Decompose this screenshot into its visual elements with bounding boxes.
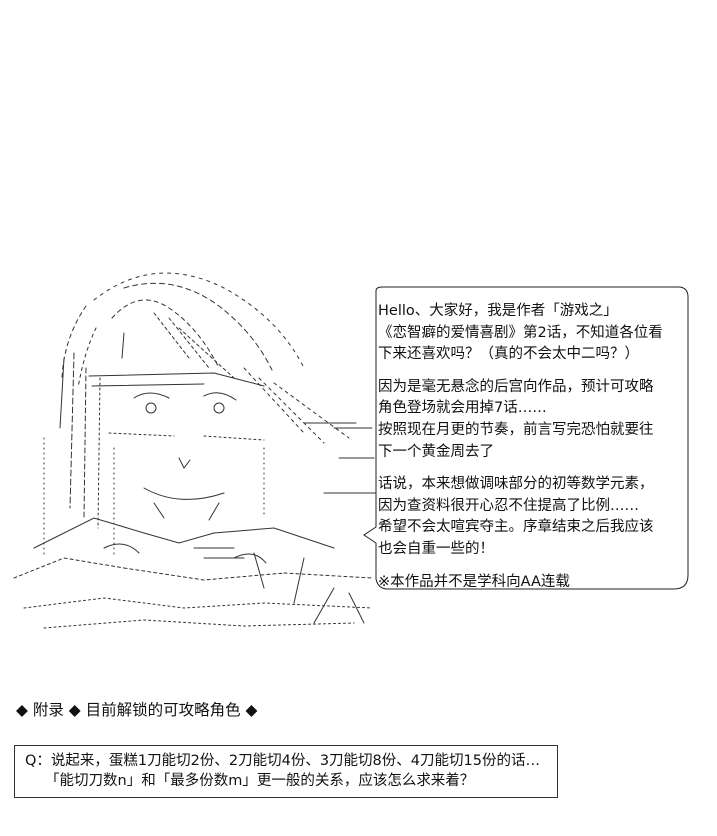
bubble-line: 角色登场就会用掉7话…… [378, 400, 547, 417]
bubble-line: 按照现在月更的节奏，前言写完恐怕就要往 [378, 421, 654, 438]
bubble-line: 因为查资料很开心忍不住提高了比例…… [378, 497, 639, 514]
bubble-line: 希望不会太喧宾夺主。序章结束之后我应该 [378, 519, 654, 536]
bubble-spacer [378, 561, 690, 572]
speech-bubble-frame-icon [363, 286, 689, 590]
bubble-line: 下来还喜欢吗？（真的不会太中二吗？） [378, 346, 639, 363]
bubble-line: 因为是毫无悬念的后宫向作品，预计可攻略 [378, 378, 654, 395]
bubble-spacer [378, 463, 690, 474]
bubble-line: ※本作品并不是学科向AA连载 [378, 573, 570, 590]
bubble-line: 也会自重一些的！ [378, 540, 494, 557]
bubble-line: 话说，本来想做调味部分的初等数学元素， [378, 476, 654, 493]
bubble-spacer [378, 366, 690, 377]
appendix-heading: ◆ 附录 ◆ 目前解锁的可攻略角色 ◆ [16, 701, 258, 719]
bubble-line: 《恋智癖的爱情喜剧》第2话，不知道各位看 [378, 324, 663, 341]
question-line-1: Q：说起来，蛋糕1刀能切2份、2刀能切4份、3刀能切8份、4刀能切15份的话… [25, 753, 540, 769]
speech-bubble: Hello、大家好，我是作者「游戏之」 《恋智癖的爱情喜剧》第2话，不知道各位看… [362, 283, 694, 595]
ascii-art-character-illustration-icon [4, 258, 376, 638]
bubble-message: Hello、大家好，我是作者「游戏之」 《恋智癖的爱情喜剧》第2话，不知道各位看… [378, 301, 690, 593]
bubble-line: 下一个黄金周去了 [378, 443, 494, 460]
question-box: Q：说起来，蛋糕1刀能切2份、2刀能切4份、3刀能切8份、4刀能切15份的话… … [14, 745, 558, 798]
question-line-2: 「能切刀数n」和「最多份数m」更一般的关系，应该怎么求来着？ [45, 773, 475, 789]
bubble-line: Hello、大家好，我是作者「游戏之」 [378, 303, 618, 319]
